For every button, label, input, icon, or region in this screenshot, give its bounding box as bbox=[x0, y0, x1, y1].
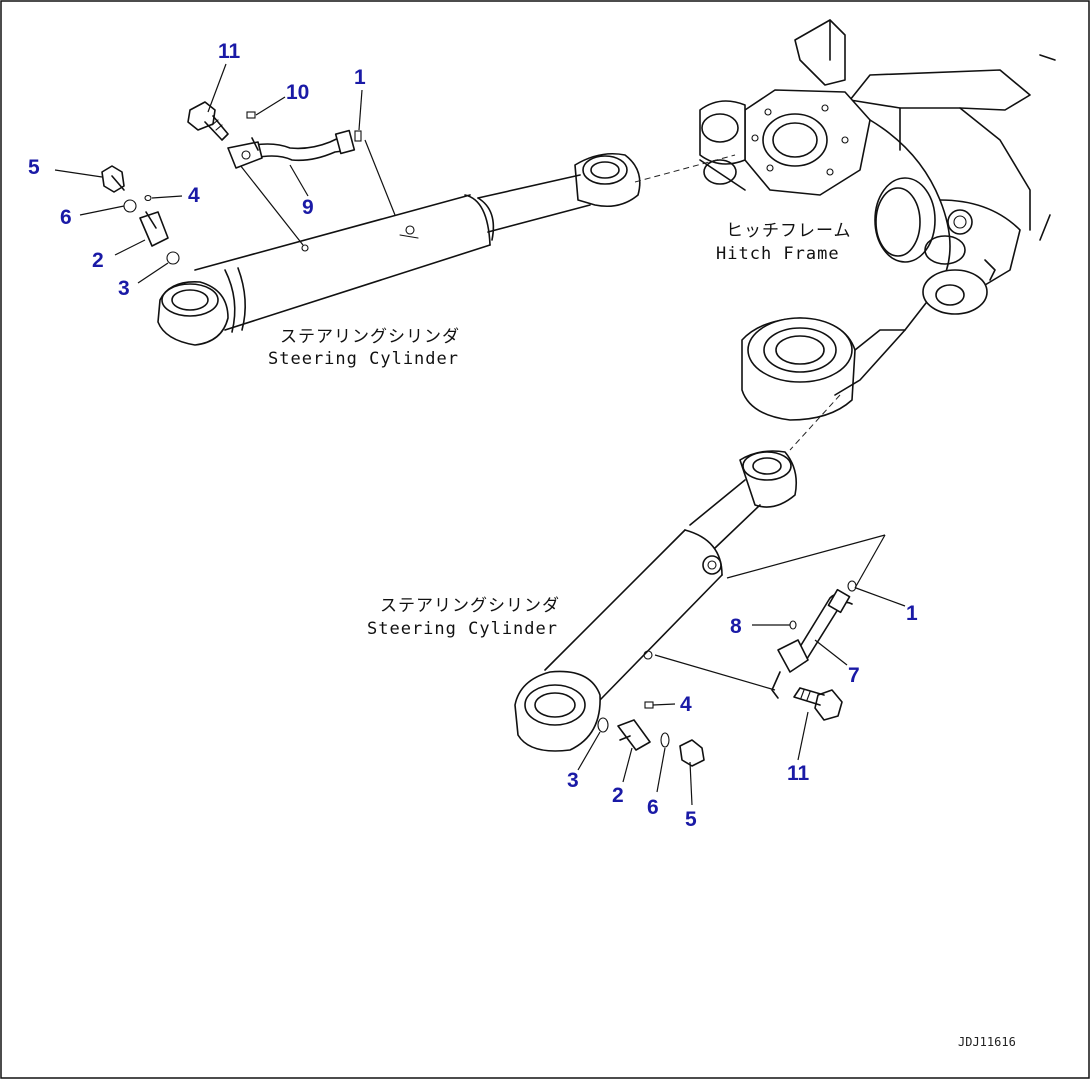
callout-lower-3: 3 bbox=[567, 769, 579, 792]
callout-lower-1: 1 bbox=[906, 602, 918, 625]
callout-upper-11: 11 bbox=[218, 40, 241, 63]
upper-centerlines bbox=[239, 139, 736, 246]
callout-lower-6: 6 bbox=[647, 796, 659, 819]
callout-lower-7: 7 bbox=[848, 664, 860, 687]
hitch-frame-label-en: Hitch Frame bbox=[716, 244, 840, 264]
callout-upper-1: 1 bbox=[354, 66, 366, 89]
lower-steering-cylinder bbox=[514, 450, 798, 752]
lower-cylinder-label-en: Steering Cylinder bbox=[367, 619, 558, 639]
callout-upper-6: 6 bbox=[60, 206, 72, 229]
upper-cylinder-label-jp: ステアリングシリンダ bbox=[280, 327, 460, 347]
callout-upper-2: 2 bbox=[92, 249, 104, 272]
callout-lower-11: 11 bbox=[787, 762, 810, 785]
hitch-frame bbox=[699, 19, 1056, 421]
callout-numbers: 11 10 1 5 4 6 9 2 3 1 8 7 4 11 3 2 6 5 bbox=[28, 40, 918, 831]
captions: ヒッチフレーム Hitch Frame ステアリングシリンダ Steering … bbox=[268, 221, 1016, 1049]
callout-lower-4: 4 bbox=[680, 693, 692, 716]
callout-upper-5: 5 bbox=[28, 156, 40, 179]
callout-lower-2: 2 bbox=[612, 784, 624, 807]
lower-cylinder-label-jp: ステアリングシリンダ bbox=[380, 596, 560, 616]
callout-upper-3: 3 bbox=[118, 277, 130, 300]
callout-upper-4: 4 bbox=[188, 184, 200, 207]
callout-upper-9: 9 bbox=[302, 196, 314, 219]
upper-cylinder-label-en: Steering Cylinder bbox=[268, 349, 459, 369]
hitch-frame-label-jp: ヒッチフレーム bbox=[726, 221, 852, 241]
callout-leaders bbox=[54, 63, 906, 806]
lower-centerlines bbox=[654, 394, 886, 691]
callout-upper-10: 10 bbox=[286, 81, 309, 104]
callout-lower-5: 5 bbox=[685, 808, 697, 831]
lower-parts bbox=[597, 580, 857, 767]
callout-lower-8: 8 bbox=[730, 615, 742, 638]
upper-steering-cylinder bbox=[157, 152, 641, 346]
upper-parts bbox=[101, 101, 362, 265]
drawing-code: JDJ11616 bbox=[958, 1035, 1016, 1049]
